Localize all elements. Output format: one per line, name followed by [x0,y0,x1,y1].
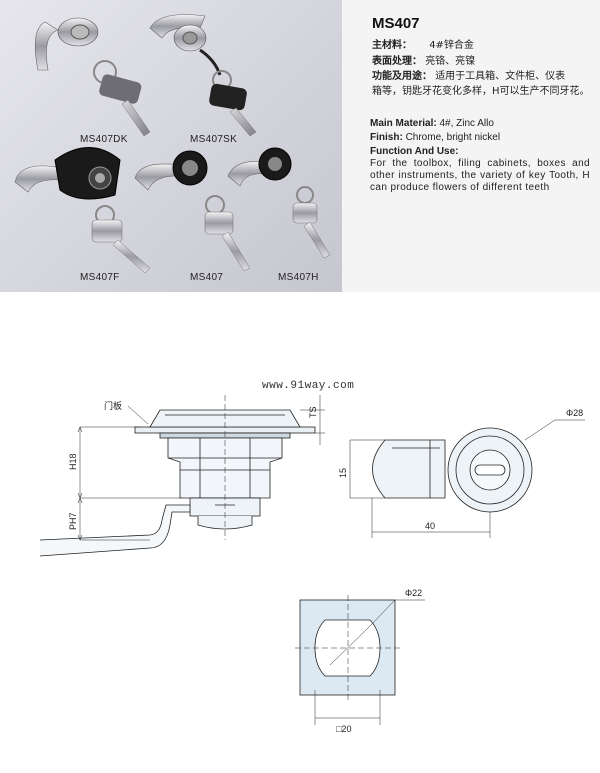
en-finish-value: Chrome, bright nickel [405,132,501,143]
dim-40: 40 [425,521,435,531]
photo-label-ms407sk: MS407SK [190,134,238,145]
cn-finish-value: 亮铬、亮镍 [425,56,476,67]
en-material-label: Main Material: [370,118,437,129]
photo-label-ms407f: MS407F [80,272,120,283]
cn-finish-label: 表面处理： [372,56,422,67]
spec-panel [342,0,600,292]
lock-photo-ms407f [14,147,151,274]
cn-finish-line: 表面处理： 亮铬、亮镍 [372,52,475,67]
watermark: www.91way.com [262,380,355,392]
en-material-line: Main Material: 4#, Zinc Allo [370,118,590,130]
front-cam [372,439,446,499]
photo-label-ms407h: MS407H [278,272,319,283]
photo-label-ms407: MS407 [190,272,224,283]
lock-photo-ms407 [134,150,251,272]
en-finish-label: Finish: [370,132,403,143]
model-title: MS407 [372,15,420,32]
product-photos [14,14,331,274]
en-finish-line: Finish: Chrome, bright nickel [370,132,590,144]
cam-arm [39,504,191,557]
lock-photo-ms407sk [149,14,257,137]
cn-material-value: 4#锌合金 [429,40,474,51]
photo-label-ms407dk: MS407DK [80,134,128,145]
dim-sq20: □20 [336,724,351,734]
cn-function-label: 功能及用途： [372,71,432,82]
dim-ts: TS [308,406,318,418]
cn-material-line: 主材料： 4#锌合金 [372,36,474,51]
dim-phi22: Φ22 [405,588,422,598]
panel-label: 门板 [104,400,122,411]
cn-function-value-2: 箱等，钥匙牙花变化多样，H可以生产不同牙花。 [372,86,590,97]
lock-photo-ms407h [227,147,331,259]
lock-photo-ms407dk [34,17,151,137]
product-photo-panel: MS407DK MS407SK MS407F MS407 MS407H [0,0,342,292]
cn-function-line: 功能及用途： 适用于工具箱、文件柜、仪表 [372,67,565,82]
cn-function-value-1: 适用于工具箱、文件柜、仪表 [435,71,566,82]
dim-h18: H18 [68,453,78,470]
dim-ph7: PH7 [68,512,78,530]
dim-15: 15 [338,468,348,478]
en-function-value: For the toolbox, filing cabinets, boxes … [370,158,590,193]
en-function-label: Function And Use: [370,146,459,157]
dim-phi28: Φ28 [566,408,583,418]
en-material-value: 4#, Zinc Allo [439,118,494,129]
cn-material-label: 主材料： [372,40,412,51]
